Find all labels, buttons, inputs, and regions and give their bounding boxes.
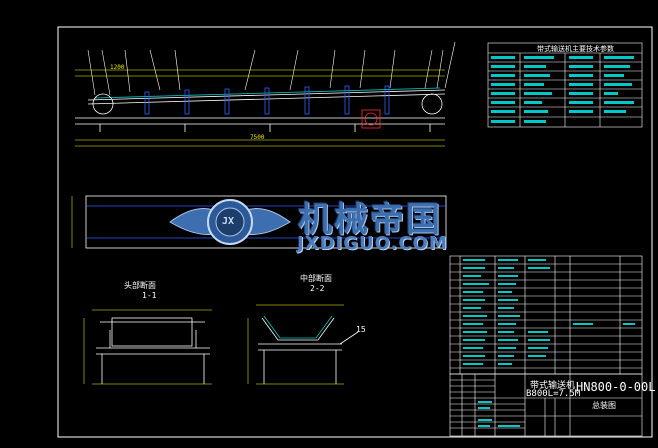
sheet-label: 总装图 (592, 401, 616, 410)
product-spec: B800L=7.5M (526, 389, 581, 399)
dim-label-top: 1200 (110, 64, 125, 71)
watermark-url-text: JXDIGUO.COM (297, 233, 448, 254)
watermark-chinese-text: 机械帝国 (298, 200, 442, 240)
title-block-cells (478, 401, 520, 427)
parameter-table-title: 带式输送机主要技术参数 (537, 45, 614, 53)
watermark-emblem (169, 199, 291, 245)
bom-table-cells (463, 259, 635, 365)
bom-table-grid (449, 255, 643, 375)
drawing-number: HN800-0-00L (576, 380, 656, 394)
head-section-subtitle: 1-1 (142, 291, 157, 300)
product-name: 带式输送机 (530, 381, 576, 391)
callout-leaders (87, 41, 456, 96)
callout-15: 15 (356, 325, 366, 334)
conveyor-plan-view (71, 195, 447, 249)
conveyor-elevation (75, 85, 446, 132)
dim-label-mid: 7500 (250, 134, 265, 141)
parameter-table-cells (491, 56, 634, 123)
middle-section-view (247, 304, 359, 385)
watermark-badge-text: JX (222, 216, 235, 227)
head-section-title: 头部断面 (124, 281, 156, 290)
dimension-lines (75, 69, 445, 147)
head-section-view (83, 309, 212, 385)
parameter-table-grid (487, 42, 643, 128)
drawing-border (57, 26, 653, 438)
middle-section-subtitle: 2-2 (310, 284, 325, 293)
title-block-grid (449, 373, 643, 437)
middle-section-title: 中部断面 (300, 274, 332, 283)
